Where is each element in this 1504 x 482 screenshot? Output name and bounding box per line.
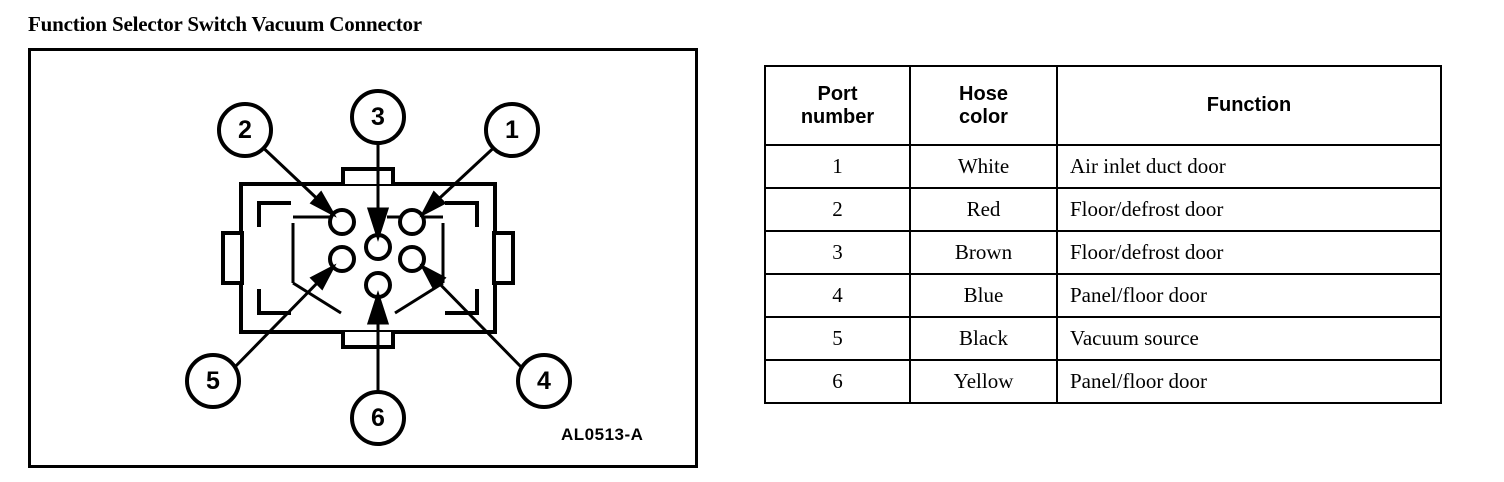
callout-bubble-6: 6 [350,390,406,446]
leader-arrowhead-5 [309,263,337,291]
leader-arrowhead-1 [419,190,447,218]
connector-right-tab [492,231,515,285]
page-title: Function Selector Switch Vacuum Connecto… [28,12,422,36]
leader-line-1 [427,139,503,210]
callout-bubbles: 2 3 1 5 6 4 [185,89,572,446]
column-header-hose-color-line2: color [959,105,1008,128]
vacuum-connector-diagram: 2 3 1 5 6 4 [185,89,572,446]
table-row: 5 Black Vacuum source [764,316,1442,361]
cell-port-number: 2 [764,187,911,232]
connector-port-chamfer-left [292,281,342,315]
cell-port-number: 6 [764,359,911,404]
port-hole-top-left [328,208,356,236]
leader-line-4 [427,271,529,375]
table-header-row: Port number Hose color Function [764,65,1442,146]
connector-body [221,167,515,349]
figure-reference-code: AL0513-A [561,425,644,444]
column-header-function: Function [1056,65,1442,146]
table-row: 4 Blue Panel/floor door [764,273,1442,318]
connector-left-tab [221,231,244,285]
port-hole-top-right [398,208,426,236]
callout-leaders [227,127,529,391]
callout-bubble-1: 1 [484,102,540,158]
leader-arrowhead-6 [366,290,390,325]
cell-port-number: 1 [764,144,911,189]
connector-bottom-keyway [341,332,395,349]
column-header-port-number: Port number [764,65,911,146]
callout-label-3: 3 [371,103,385,131]
column-header-hose-color-line1: Hose [959,82,1008,105]
connector-top-keyway [341,167,395,184]
cell-function: Floor/defrost door [1056,187,1442,232]
port-hole-middle-right [398,245,426,273]
connector-inner-step-bottom-right [445,289,479,315]
callout-bubble-3: 3 [350,89,406,145]
callout-label-4: 4 [537,367,551,395]
port-function-table: Port number Hose color Function 1 White … [764,65,1442,404]
cell-port-number: 3 [764,230,911,275]
leader-arrowhead-4 [419,263,447,291]
callout-label-5: 5 [206,367,220,395]
column-header-port-number-line1: Port [817,82,858,105]
connector-inner-step-bottom-left [257,289,291,315]
callout-label-6: 6 [371,404,385,432]
connector-ports [328,208,426,299]
connector-outer-shell [239,182,497,334]
cell-function: Panel/floor door [1056,359,1442,404]
table-row: 3 Brown Floor/defrost door [764,230,1442,275]
cell-function: Air inlet duct door [1056,144,1442,189]
leader-line-2 [254,139,329,210]
column-header-port-number-line2: number [800,105,875,128]
cell-function: Panel/floor door [1056,273,1442,318]
connector-inner-step-top-left [257,201,291,227]
cell-function: Floor/defrost door [1056,230,1442,275]
callout-label-2: 2 [238,116,252,144]
leader-arrowhead-3 [366,207,390,242]
leader-line-5 [227,271,329,375]
cell-hose-color: Blue [909,273,1058,318]
cell-function: Vacuum source [1056,316,1442,361]
column-header-hose-color: Hose color [909,65,1058,146]
table-row: 2 Red Floor/defrost door [764,187,1442,232]
callout-bubble-5: 5 [185,353,241,409]
cell-port-number: 5 [764,316,911,361]
callout-bubble-2: 2 [217,102,273,158]
cell-hose-color: Brown [909,230,1058,275]
cell-port-number: 4 [764,273,911,318]
connector-inner-step-top-right [445,201,479,227]
table-header: Port number Hose color Function [764,65,1442,146]
table-body: 1 White Air inlet duct door 2 Red Floor/… [764,144,1442,404]
cell-hose-color: Black [909,316,1058,361]
cell-hose-color: Red [909,187,1058,232]
cell-hose-color: Yellow [909,359,1058,404]
leader-arrowhead-2 [309,190,337,218]
callout-label-1: 1 [505,116,519,144]
port-hole-middle-left [328,245,356,273]
table-row: 6 Yellow Panel/floor door [764,359,1442,404]
callout-bubble-4: 4 [516,353,572,409]
cell-hose-color: White [909,144,1058,189]
figure-panel: 2 3 1 5 6 4 AL0513-A [28,48,698,468]
table-row: 1 White Air inlet duct door [764,144,1442,189]
